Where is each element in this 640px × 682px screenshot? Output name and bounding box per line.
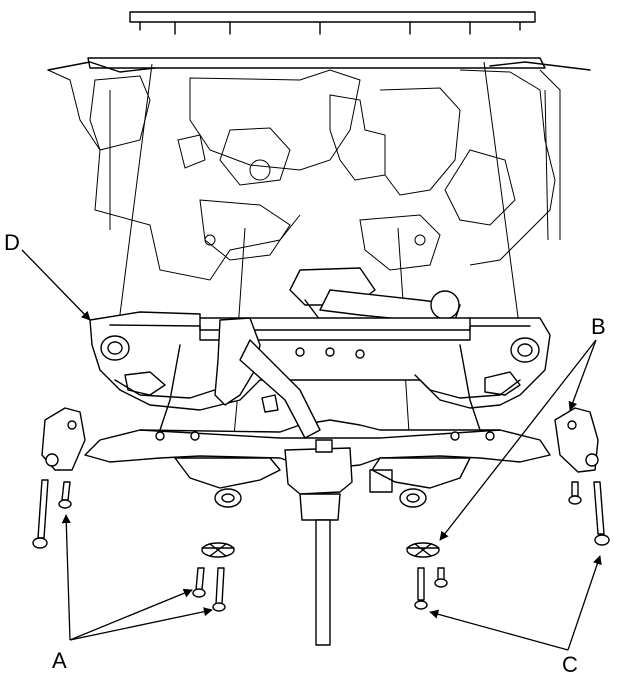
bolt-center-left-b	[212, 567, 226, 612]
rear-mount-left	[214, 488, 242, 508]
bolt-center-left-a	[192, 567, 206, 598]
callout-label-c: C	[562, 652, 578, 677]
stiffener-bracket-right	[406, 542, 440, 558]
stiffener-bracket-left	[201, 542, 235, 558]
bolt-right-long	[593, 481, 610, 546]
callout-label-d: D	[4, 230, 20, 255]
bolt-right-short	[568, 481, 582, 505]
leader-lines	[21, 249, 602, 651]
steering-column	[284, 439, 393, 646]
bolt-center-right-a	[414, 567, 428, 610]
callout-label-b: B	[591, 314, 606, 339]
upper-body-rail	[47, 11, 591, 73]
stabilizer-brace	[214, 317, 321, 439]
rear-mount-right	[399, 488, 427, 508]
bracket-left	[41, 407, 86, 471]
front-subframe	[84, 311, 551, 489]
bolt-center-right-b	[434, 567, 448, 588]
engine-outline	[47, 69, 561, 281]
bolt-left-long	[32, 479, 49, 549]
bracket-right	[554, 407, 599, 473]
callout-label-a: A	[52, 648, 67, 673]
bolt-left-short	[58, 481, 72, 509]
